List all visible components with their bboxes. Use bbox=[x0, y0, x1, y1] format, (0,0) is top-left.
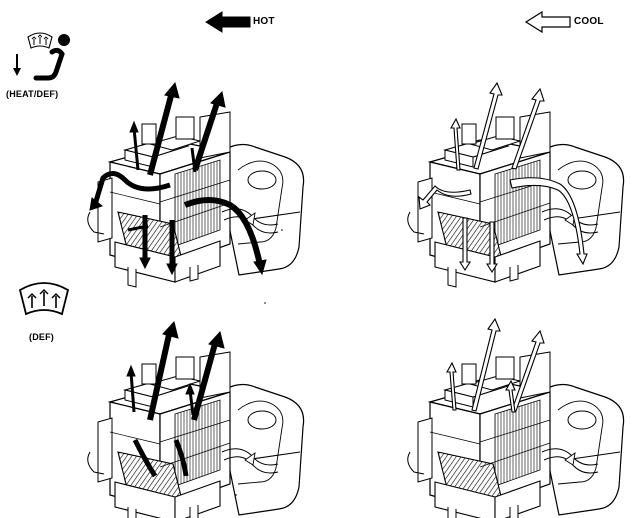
heat-def-mode-label: (HEAT/DEF) bbox=[6, 89, 59, 99]
hot-arrow-legend bbox=[205, 11, 251, 33]
hvac-unit-def-hot bbox=[87, 351, 305, 518]
windshield-defrost-icon bbox=[18, 282, 70, 316]
cool-airflow-def bbox=[446, 317, 545, 413]
cool-airflow-heat-def bbox=[418, 81, 588, 274]
hot-airflow-def bbox=[126, 320, 225, 478]
heat-def-mode-icon bbox=[13, 32, 70, 81]
def-mode-label: (DEF) bbox=[29, 332, 54, 342]
hvac-unit-heat-def-cool bbox=[407, 111, 625, 288]
hvac-unit-def-cool bbox=[407, 351, 625, 518]
cool-arrow-legend bbox=[524, 10, 571, 34]
hot-airflow-heat-def bbox=[89, 81, 267, 276]
hot-label: HOT bbox=[253, 16, 275, 27]
cool-label: COOL bbox=[574, 16, 604, 27]
